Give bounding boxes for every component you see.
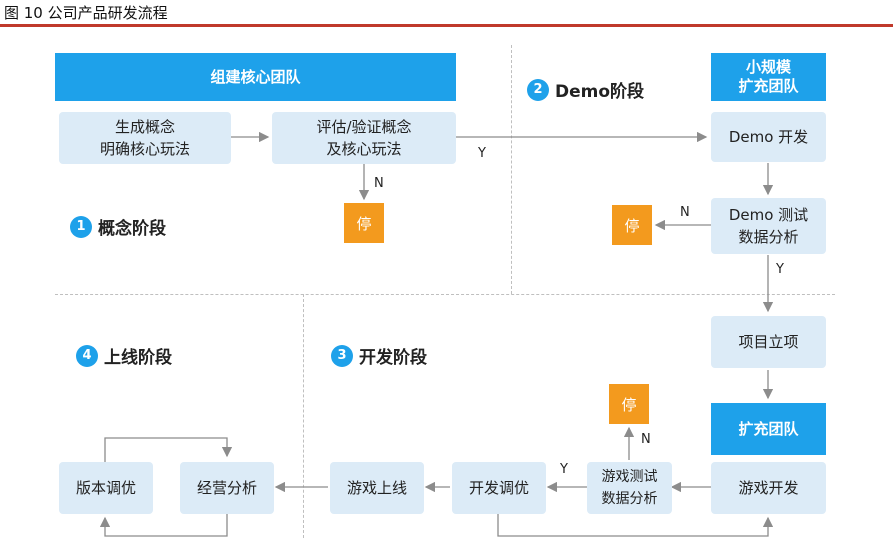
box-game-test: 游戏测试 数据分析	[587, 462, 672, 514]
box-dev-tuning: 开发调优	[452, 462, 546, 514]
box-demo-dev: Demo 开发	[711, 112, 826, 162]
header-small-expand-team: 小规模 扩充团队	[711, 53, 826, 101]
box-game-dev: 游戏开发	[711, 462, 826, 514]
stage-dev-number: 3	[331, 344, 353, 367]
label-no-demo: N	[680, 205, 690, 220]
box-evaluate-concept-line2: 及核心玩法	[326, 140, 402, 158]
stage-launch: 4 上线阶段	[76, 343, 172, 368]
label-yes-demo: Y	[776, 262, 784, 277]
stop-game-test: 停	[609, 384, 649, 424]
header-small-team-line1: 小规模	[745, 58, 791, 76]
label-yes-evaluate: Y	[478, 146, 486, 161]
box-game-test-line2: 数据分析	[601, 491, 658, 507]
box-demo-test: Demo 测试 数据分析	[711, 198, 826, 254]
box-project-approval: 项目立项	[711, 316, 826, 368]
box-ops-analysis: 经营分析	[180, 462, 274, 514]
box-generate-concept-line2: 明确核心玩法	[99, 140, 190, 158]
box-demo-test-line2: 数据分析	[738, 228, 799, 246]
figure-caption: 图 10 公司产品研发流程	[4, 4, 168, 22]
stop-demo: 停	[612, 205, 652, 245]
stage-demo-label: Demo阶段	[555, 82, 645, 102]
box-version-tuning: 版本调优	[59, 462, 153, 514]
stage-concept-label: 概念阶段	[98, 219, 166, 239]
stage-demo-number: 2	[527, 78, 549, 101]
label-no-game-test: N	[641, 432, 651, 447]
stage-concept: 1 概念阶段	[70, 214, 166, 239]
box-demo-test-line1: Demo 测试	[728, 206, 809, 224]
box-game-launch: 游戏上线	[330, 462, 424, 514]
arrow-ops-to-version-loop	[99, 514, 228, 537]
label-no-evaluate: N	[374, 176, 384, 191]
stage-launch-label: 上线阶段	[104, 348, 172, 368]
arrow-version-to-ops-loop	[104, 437, 233, 462]
header-build-core-team: 组建核心团队	[55, 53, 456, 101]
caption-rule	[0, 24, 893, 27]
box-generate-concept: 生成概念 明确核心玩法	[59, 112, 231, 164]
stage-divider-lower	[303, 294, 304, 538]
stage-demo: 2 Demo阶段	[527, 77, 644, 102]
stage-divider-upper	[511, 45, 512, 294]
header-small-team-line2: 扩充团队	[738, 77, 799, 95]
box-generate-concept-line1: 生成概念	[114, 118, 175, 136]
header-expand-team: 扩充团队	[711, 403, 826, 455]
box-evaluate-concept-line1: 评估/验证概念	[316, 118, 412, 136]
stage-concept-number: 1	[70, 215, 92, 238]
box-game-test-line1: 游戏测试	[601, 469, 658, 485]
stage-dev-label: 开发阶段	[359, 348, 427, 368]
stage-divider-horizontal	[55, 294, 835, 295]
arrow-tune-to-game-dev-loop	[497, 514, 774, 537]
label-yes-game-test: Y	[560, 462, 568, 477]
stage-launch-number: 4	[76, 344, 98, 367]
stop-concept: 停	[344, 203, 384, 243]
box-evaluate-concept: 评估/验证概念 及核心玩法	[272, 112, 456, 164]
stage-dev: 3 开发阶段	[331, 343, 427, 368]
